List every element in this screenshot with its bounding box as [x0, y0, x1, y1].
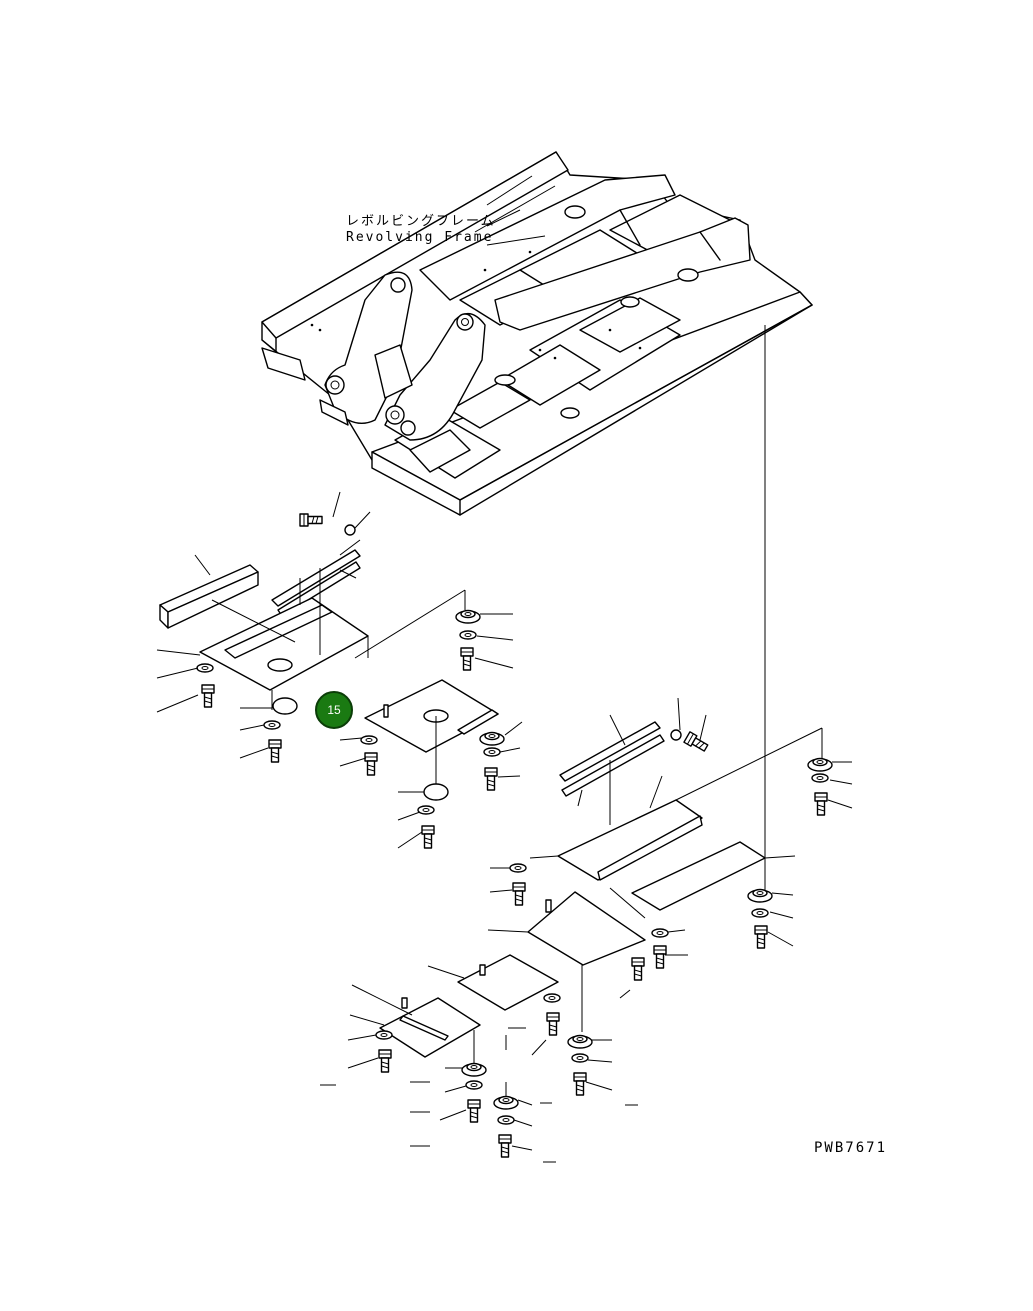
drawing-code: PWB7671	[814, 1140, 888, 1156]
leader-line	[486, 209, 521, 227]
leader-line	[486, 175, 533, 206]
leader-line	[474, 185, 556, 233]
center-cover-group	[339, 679, 523, 849]
left-cover-group	[156, 491, 514, 763]
revolving-frame	[261, 151, 813, 516]
leader-line	[486, 235, 546, 246]
lower-cover-group	[320, 887, 688, 1163]
part-callout-15[interactable]: 15	[315, 691, 353, 729]
frame-label-english: Revolving Frame	[346, 230, 494, 245]
frame-label-japanese: レボルビングフレーム	[346, 214, 496, 229]
right-cover-group	[489, 697, 853, 949]
